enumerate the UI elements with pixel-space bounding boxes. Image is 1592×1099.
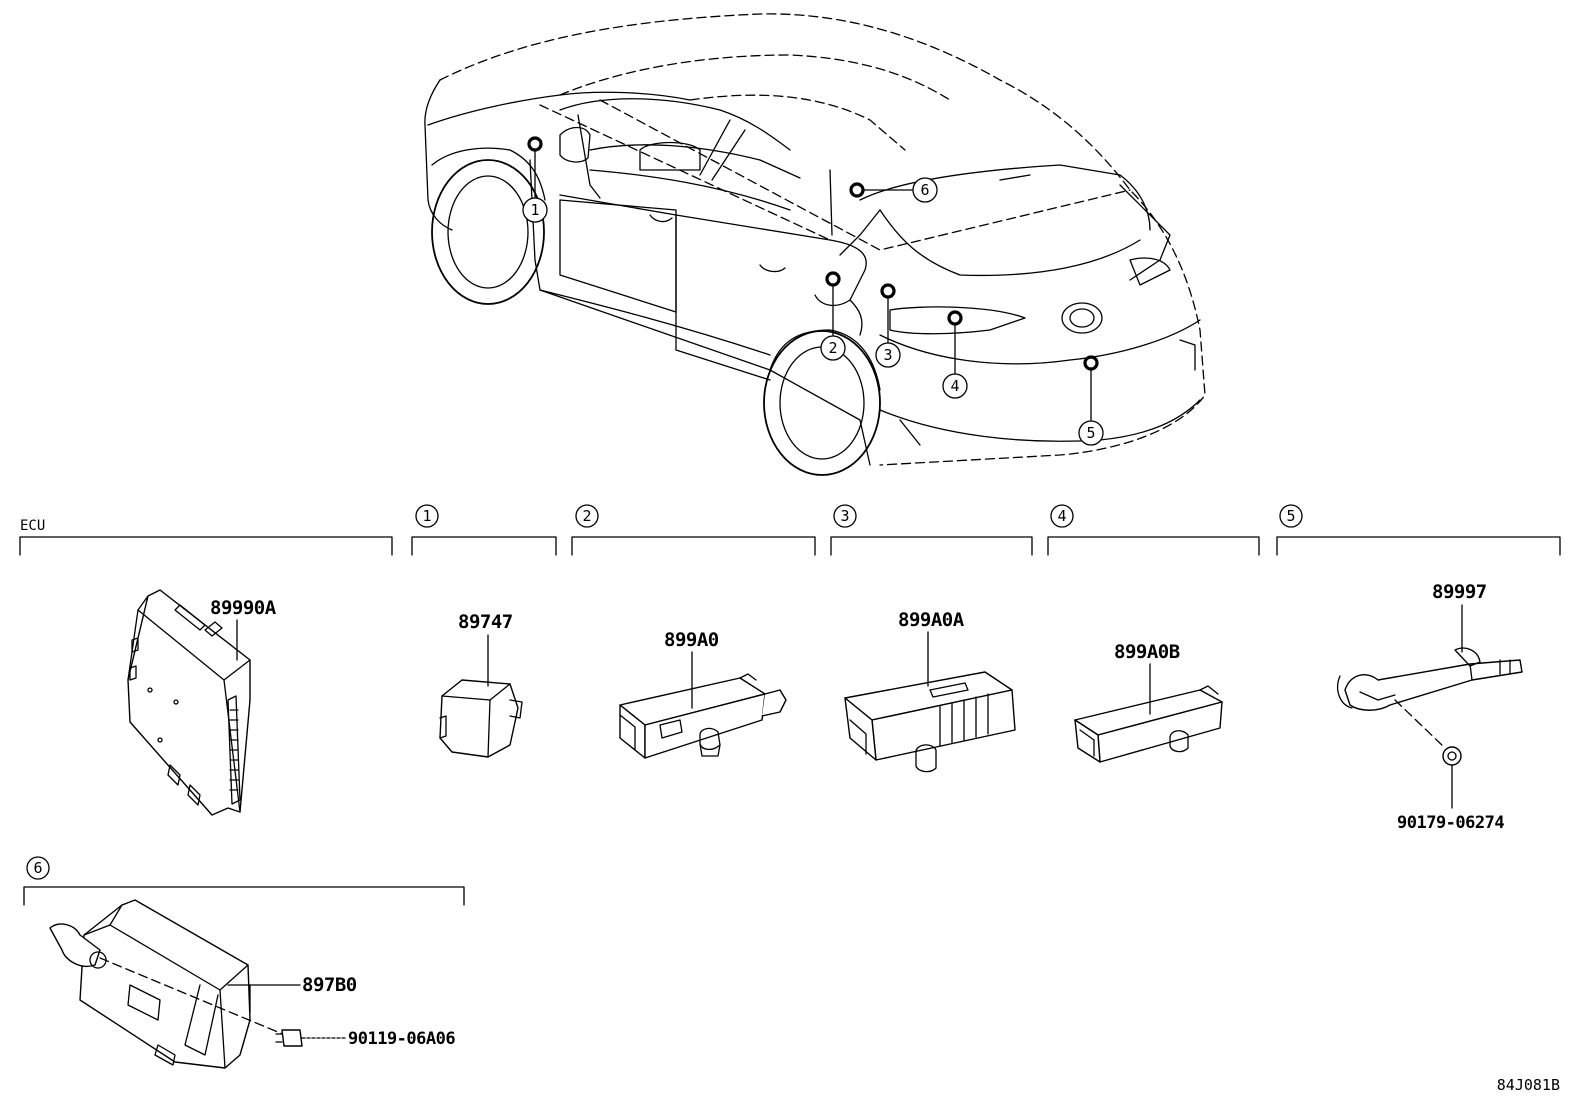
car-callouts: 1 2 3 4 5 6 [522, 136, 1104, 446]
part-number-90179-06274: 90179-06274 [1397, 813, 1504, 833]
callout-circle-6 [912, 177, 938, 203]
callout-circle-3 [875, 342, 901, 368]
callout-circle-2 [820, 335, 846, 361]
callout-number-4: 4 [950, 377, 959, 395]
section-bracket-ecu [19, 536, 393, 556]
section-circle-4 [1050, 504, 1074, 528]
section-bracket-1 [411, 536, 557, 556]
section-circle-5 [1279, 504, 1303, 528]
car-illustration [424, 13, 1206, 476]
section-5: 5 [1276, 504, 1561, 556]
part-number-897b0: 897B0 [302, 974, 357, 996]
part-number-89997: 89997 [1432, 581, 1487, 603]
section-ecu: ECU [19, 518, 393, 556]
section-circle-1 [415, 504, 439, 528]
section-4: 4 [1047, 504, 1260, 556]
part-number-90119-06a06: 90119-06A06 [348, 1029, 455, 1049]
section-label-ecu: ECU [20, 518, 45, 534]
part-899a0: 899A0 [619, 629, 787, 759]
sensor-marker-2 [825, 271, 841, 287]
part-number-899a0a: 899A0A [898, 609, 965, 631]
callout-circle-1 [522, 197, 548, 223]
part-899a0a: 899A0A [844, 609, 1016, 773]
sensor-marker-5 [1083, 355, 1099, 371]
section-label-3: 3 [840, 507, 849, 525]
callout-number-3: 3 [883, 346, 892, 364]
part-number-899a0b: 899A0B [1114, 641, 1180, 663]
part-89747: 89747 [439, 611, 523, 758]
bolt-90119 [281, 1029, 303, 1047]
callout-number-6: 6 [920, 181, 929, 199]
callout-circle-4 [942, 373, 968, 399]
callout-number-1: 1 [530, 201, 539, 219]
section-6: 6 [23, 856, 465, 906]
section-circle-2 [575, 504, 599, 528]
section-bracket-3 [830, 536, 1033, 556]
section-bracket-6 [23, 886, 465, 906]
part-number-899a0: 899A0 [664, 629, 719, 651]
sensor-marker-4 [947, 310, 963, 326]
section-label-4: 4 [1057, 507, 1066, 525]
section-bracket-5 [1276, 536, 1561, 556]
section-label-1: 1 [422, 507, 431, 525]
section-1: 1 [411, 504, 557, 556]
part-897b0: 897B0 90119-06A06 [49, 899, 456, 1069]
section-circle-6 [26, 856, 50, 880]
sensor-marker-6 [849, 182, 865, 198]
callout-circle-5 [1078, 420, 1104, 446]
part-89997: 89997 90179-06274 [1337, 581, 1523, 833]
section-label-2: 2 [582, 507, 591, 525]
part-number-89747: 89747 [458, 611, 513, 633]
callout-number-5: 5 [1086, 424, 1095, 442]
callout-number-2: 2 [828, 339, 837, 357]
sensor-marker-3 [880, 283, 896, 299]
section-label-6: 6 [33, 859, 42, 877]
nut-90179 [1442, 746, 1462, 766]
section-bracket-4 [1047, 536, 1260, 556]
sensor-marker-1 [527, 136, 543, 152]
section-3: 3 [830, 504, 1033, 556]
section-bracket-2 [571, 536, 816, 556]
part-899a0b: 899A0B [1074, 641, 1223, 763]
drawing-code: 84J081B [1497, 1076, 1560, 1094]
part-number-89990a: 89990A [210, 597, 277, 619]
section-2: 2 [571, 504, 816, 556]
part-ecu-89990a: 89990A [127, 589, 277, 816]
section-label-5: 5 [1286, 507, 1295, 525]
section-circle-3 [833, 504, 857, 528]
